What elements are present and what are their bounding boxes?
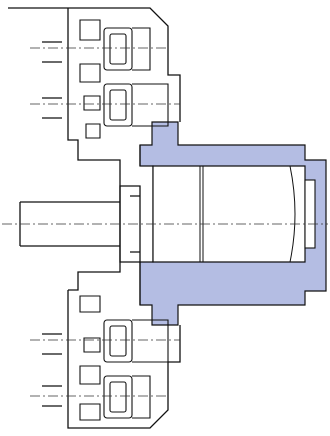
lower-housing-profile <box>67 290 181 429</box>
lower-bolt-3 <box>79 365 101 385</box>
lower-pocket-2-inner <box>109 381 127 413</box>
upper-pocket-2-housing <box>132 83 169 127</box>
upper-pocket-group <box>79 19 169 139</box>
lower-pocket-group <box>79 295 169 421</box>
leader-ticks <box>42 41 62 407</box>
lower-pocket-1-housing <box>132 319 169 363</box>
collar-detail <box>130 195 140 253</box>
upper-bolt-4 <box>85 123 101 139</box>
hub-end-recess <box>304 179 316 249</box>
upper-housing-edge <box>67 8 121 230</box>
upper-housing-profile <box>68 7 181 122</box>
lower-pocket-2 <box>103 375 133 419</box>
upper-bolt-1 <box>79 19 101 41</box>
upper-pocket-1-housing <box>132 27 151 71</box>
upper-pocket-1 <box>103 27 133 71</box>
shaded-hub-section <box>139 121 327 326</box>
upper-pocket-2 <box>103 83 133 127</box>
centerlines <box>2 47 328 397</box>
housing-outline <box>8 7 181 429</box>
lower-pocket-2-housing <box>132 375 151 419</box>
lower-bolt-4 <box>79 403 101 421</box>
upper-bolt-3 <box>83 95 101 111</box>
upper-pocket-1-inner <box>109 33 127 65</box>
upper-pocket-2-inner <box>109 89 127 121</box>
lower-housing-edge <box>68 230 121 291</box>
lower-pocket-1 <box>103 319 133 363</box>
lower-pocket-1-inner <box>109 325 127 357</box>
lower-bolt-2 <box>83 337 101 353</box>
upper-bolt-2 <box>79 63 101 83</box>
bore-chamfer <box>289 165 296 263</box>
hub-bore <box>152 165 306 263</box>
lower-bolt-1 <box>79 295 101 313</box>
